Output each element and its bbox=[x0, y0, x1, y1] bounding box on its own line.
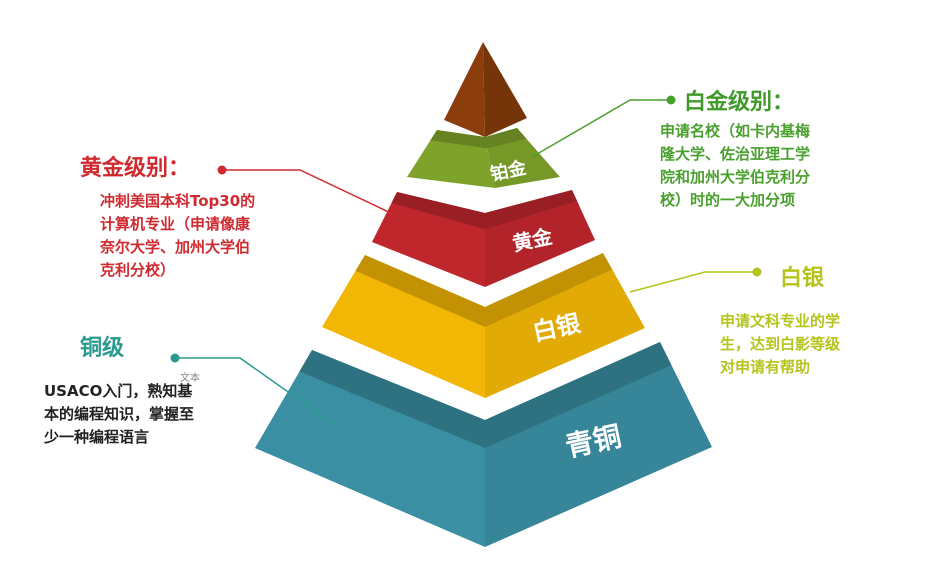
gold-line: 冲刺美国本科Top30的 bbox=[100, 192, 256, 210]
bronze-title: 铜级 bbox=[80, 336, 125, 361]
platinum-line: 申请名校（如卡内基梅 bbox=[660, 122, 811, 140]
bronze-line: 本的编程知识，掌握至 bbox=[44, 405, 195, 423]
bronze-line: USACO入门，熟知基 bbox=[44, 382, 193, 400]
platinum-line: 校）时的一大加分项 bbox=[660, 191, 796, 209]
platinum-title: 白金级别： bbox=[684, 90, 795, 115]
tier-silver-top-band bbox=[355, 253, 613, 328]
tier-platinum-top-band bbox=[430, 128, 527, 149]
bronze-connector-line bbox=[175, 357, 336, 426]
tier-bronze-top-band bbox=[299, 342, 672, 448]
platinum-dot bbox=[666, 95, 676, 105]
silver-description: 申请文科专业的学 生，达到白影等级 对申请有帮助 bbox=[720, 310, 840, 379]
silver-title: 白银 bbox=[780, 266, 825, 291]
platinum-line: 院和加州大学伯克利分 bbox=[660, 168, 811, 186]
platinum-description: 申请名校（如卡内基梅 隆大学、佐治亚理工学 院和加州大学伯克利分 校）时的一大加… bbox=[660, 120, 810, 212]
overlay-text: 文本 bbox=[180, 373, 200, 384]
gold-dot bbox=[217, 165, 227, 175]
gold-line: 克利分校） bbox=[100, 261, 176, 279]
bronze-line: 少一种编程语言 bbox=[44, 428, 150, 446]
tip-right-face bbox=[483, 42, 527, 137]
platinum-line: 隆大学、佐治亚理工学 bbox=[660, 145, 811, 163]
bronze-description: USACO入门，熟知基 本的编程知识，掌握至 少一种编程语言 bbox=[44, 380, 194, 449]
gold-line: 奈尔大学、加州大学伯 bbox=[100, 238, 251, 256]
silver-line: 申请文科专业的学 bbox=[720, 312, 841, 330]
silver-connector-line bbox=[629, 271, 757, 293]
gold-description: 冲刺美国本科Top30的 计算机专业（申请像康 奈尔大学、加州大学伯 克利分校） bbox=[100, 190, 255, 282]
gold-connector-line bbox=[222, 169, 396, 216]
silver-dot bbox=[752, 267, 762, 277]
platinum-connector-line bbox=[531, 99, 671, 158]
tip-left-face bbox=[444, 42, 485, 137]
tier-bronze-right-face bbox=[485, 342, 712, 547]
gold-title: 黄金级别： bbox=[80, 156, 191, 181]
gold-line: 计算机专业（申请像康 bbox=[100, 215, 251, 233]
silver-line: 对申请有帮助 bbox=[720, 358, 811, 376]
silver-line: 生，达到白影等级 bbox=[720, 335, 841, 353]
tier-gold-top-band bbox=[391, 190, 578, 230]
bronze-dot bbox=[170, 353, 180, 363]
